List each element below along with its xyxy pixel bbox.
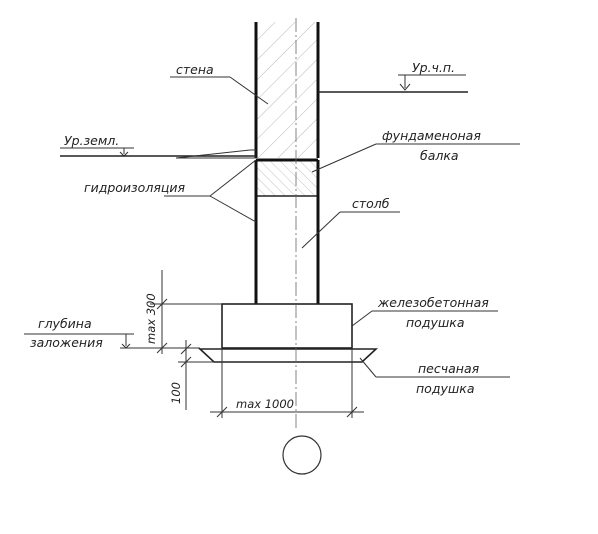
floor-level-label: Ур.ч.п. <box>412 60 455 75</box>
leader-lines <box>164 76 520 378</box>
wall-element <box>254 22 320 158</box>
ground-level-line <box>60 147 256 159</box>
axis-marker-circle <box>282 435 322 475</box>
dimension-max-300-label: max 300 <box>144 293 158 344</box>
dimension-max-1000 <box>210 348 364 418</box>
pillar-element <box>254 196 320 304</box>
foundation-beam-label-1: фундаменоная <box>382 128 481 143</box>
sand-pad-label-2: подушка <box>416 381 475 396</box>
dimension-100-label: 100 <box>169 382 183 404</box>
pillar-label: столб <box>352 196 390 211</box>
sand-pad <box>197 348 379 363</box>
rc-pad-label-1: железобетонная <box>377 295 489 310</box>
foundation-beam <box>254 158 320 197</box>
sand-pad-label-1: песчаная <box>418 361 480 376</box>
dimension-max-1000-label: max 1000 <box>236 397 294 411</box>
foundation-beam-label-2: балка <box>420 148 459 163</box>
depth-marker <box>24 333 200 349</box>
waterproofing-label: гидроизоляция <box>84 180 185 195</box>
rc-pad-label-2: подушка <box>406 315 465 330</box>
depth-label-2: заложения <box>30 335 103 350</box>
depth-label-1: глубина <box>38 316 92 331</box>
rc-pad <box>221 303 353 349</box>
wall-label: стена <box>176 62 214 77</box>
floor-level-line <box>318 74 468 93</box>
ground-level-label: Ур.земл. <box>64 133 119 148</box>
dimension-100 <box>178 340 214 410</box>
